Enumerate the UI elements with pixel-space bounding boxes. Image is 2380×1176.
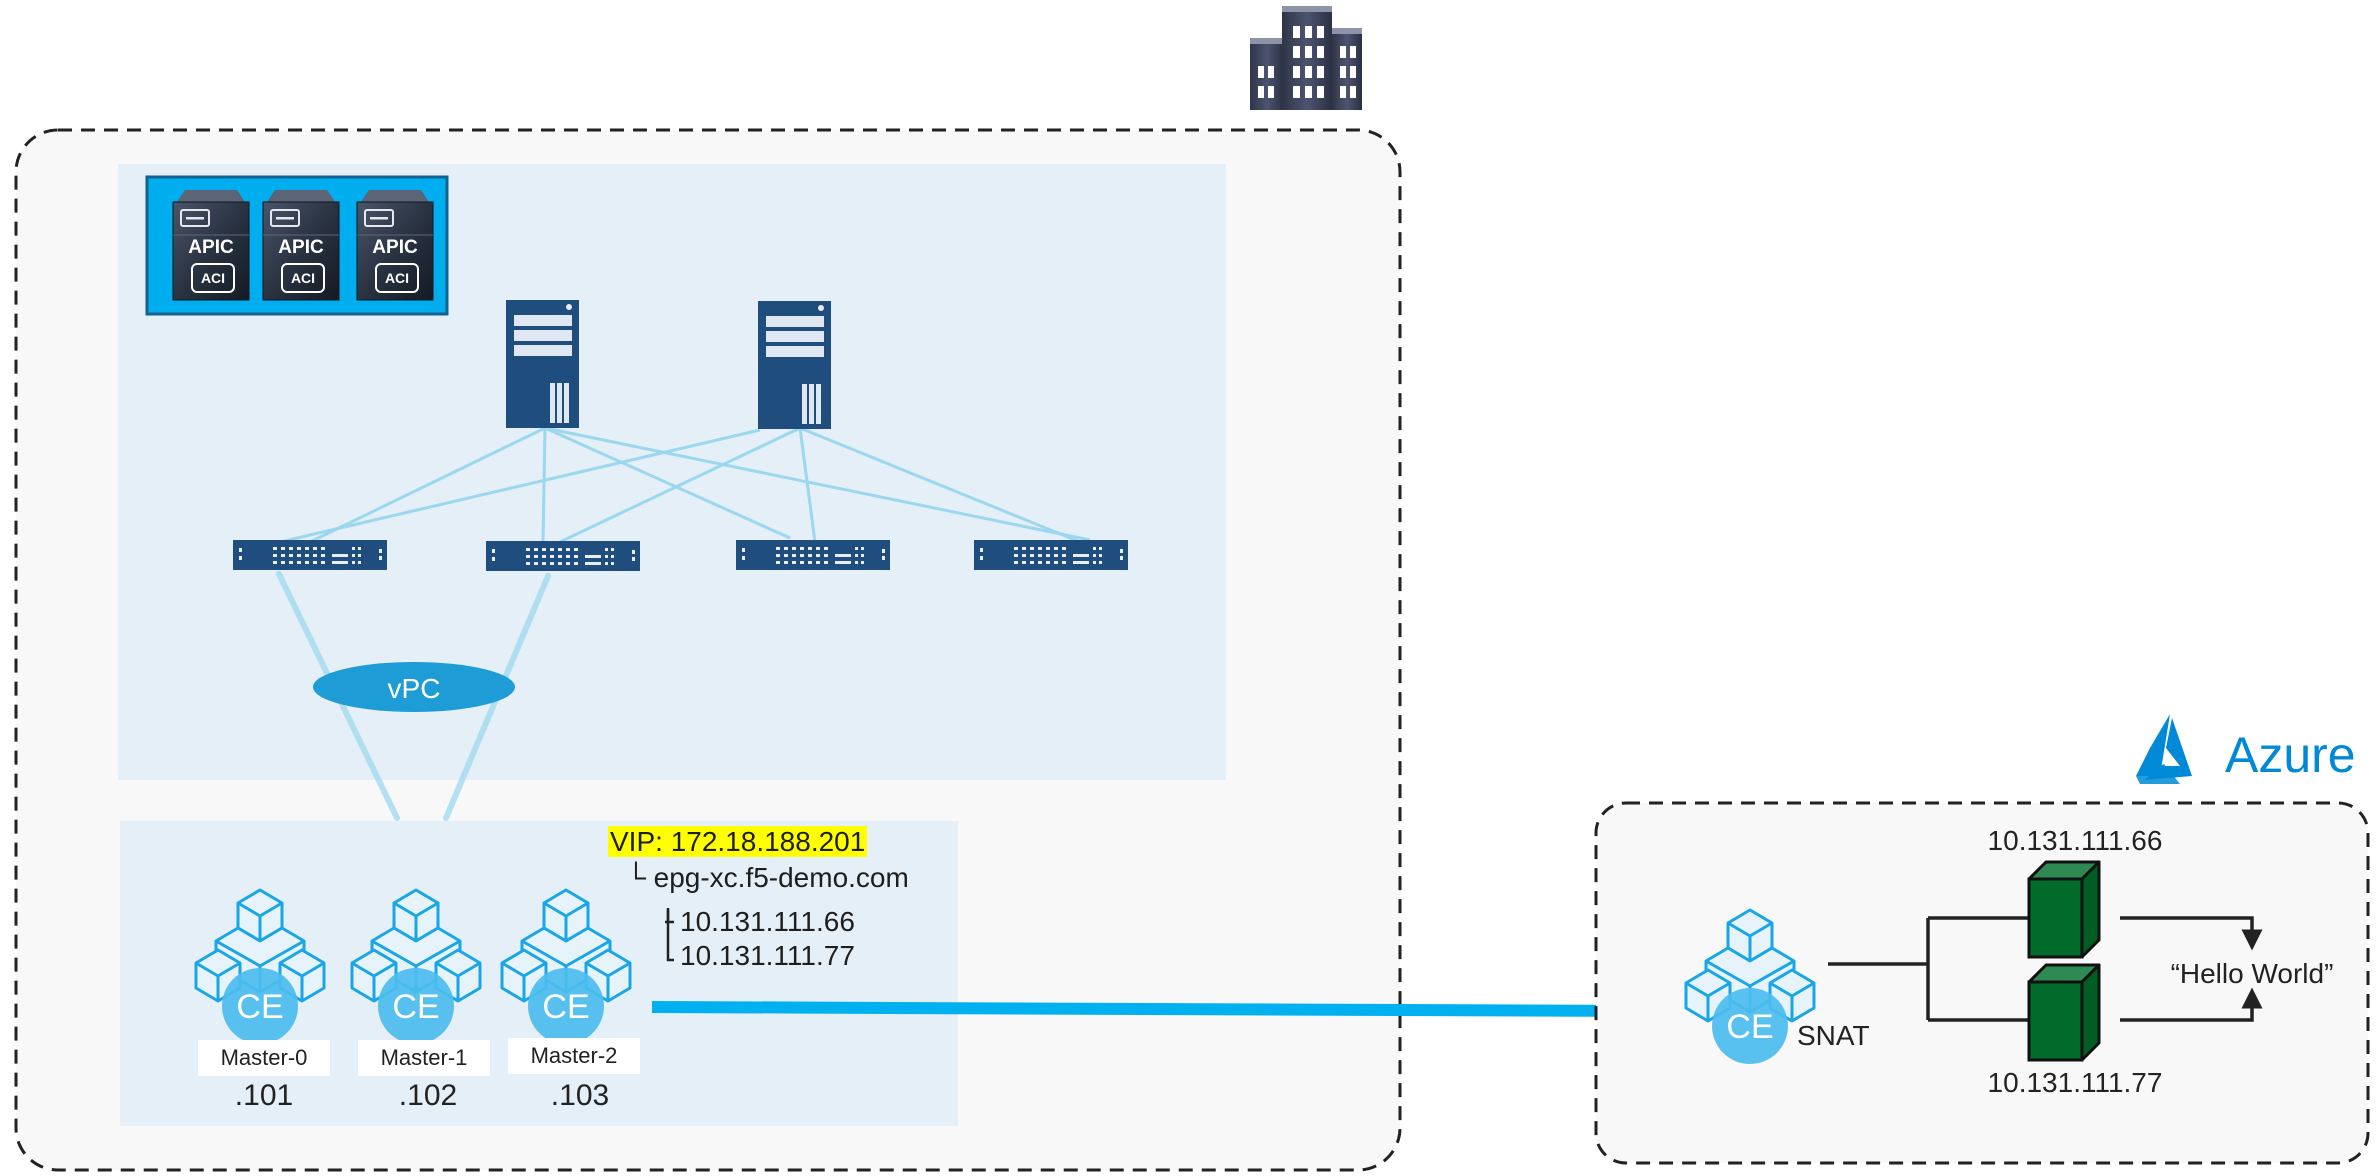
building-icon bbox=[1250, 6, 1362, 110]
fabric-links bbox=[279, 426, 1091, 544]
aci-badge-3: ACI bbox=[375, 263, 419, 293]
master-2-label: Master-2 bbox=[508, 1038, 640, 1074]
hello-world-response: “Hello World” bbox=[2171, 958, 2334, 989]
leaf-switch-4 bbox=[974, 540, 1128, 570]
snat-label: SNAT bbox=[1797, 1020, 1870, 1051]
spine-switch-1 bbox=[506, 300, 579, 428]
azure-site-boundary bbox=[1594, 801, 2370, 1165]
apic-label-2: APIC bbox=[278, 237, 324, 258]
resolved-ip-2: 10.131.111.77 bbox=[680, 940, 855, 971]
vip-highlight: VIP: 172.18.188.201 bbox=[608, 826, 868, 857]
backend-server-1-ip: 10.131.111.66 bbox=[1988, 825, 2163, 856]
ce-badge: CE bbox=[1726, 1008, 1773, 1046]
master-2-octet: .103 bbox=[550, 1079, 610, 1112]
vip-label: VIP: 172.18.188.201 bbox=[608, 826, 868, 858]
ce-node-snat: CE bbox=[1684, 908, 1816, 1066]
apic-label-3: APIC bbox=[372, 237, 418, 258]
resolved-ip-1: 10.131.111.66 bbox=[680, 906, 855, 937]
apic-label-1: APIC bbox=[188, 237, 234, 258]
aci-badge-2: ACI bbox=[281, 263, 325, 293]
backend-server-1 bbox=[2027, 860, 2101, 959]
spine-switch-2 bbox=[758, 301, 831, 429]
azure-logo-icon bbox=[2136, 714, 2192, 784]
backend-server-2-ip: 10.131.111.77 bbox=[1988, 1067, 2163, 1098]
master-0-label: Master-0 bbox=[198, 1040, 330, 1076]
ce-badge: CE bbox=[542, 988, 589, 1026]
leaf-switch-2 bbox=[486, 541, 640, 571]
dns-record-label: └ epg-xc.f5-demo.com bbox=[626, 862, 909, 893]
azure-logo-text: Azure bbox=[2225, 727, 2356, 783]
ce-badge: CE bbox=[236, 988, 283, 1026]
aci-badge-1: ACI bbox=[191, 263, 235, 293]
azure-backend-links bbox=[1828, 916, 2263, 1022]
ce-badge: CE bbox=[392, 988, 439, 1026]
server-cube-icon bbox=[2027, 963, 2101, 1062]
leaf-switch-1 bbox=[233, 540, 387, 570]
leaf-switch-3 bbox=[736, 540, 890, 570]
master-1-octet: .102 bbox=[398, 1079, 458, 1112]
dns-resolution-bracket bbox=[665, 908, 674, 962]
vpc-badge: vPC bbox=[313, 662, 515, 712]
ce-node-master-2: CE bbox=[500, 888, 632, 1046]
master-1-label: Master-1 bbox=[358, 1040, 490, 1076]
server-cube-icon bbox=[2027, 860, 2101, 959]
ce-node-master-1: CE bbox=[350, 888, 482, 1046]
vpc-label: vPC bbox=[388, 673, 441, 704]
backend-server-2 bbox=[2027, 963, 2101, 1062]
site-to-cloud-link bbox=[651, 1001, 1659, 1017]
master-0-octet: .101 bbox=[234, 1079, 294, 1112]
ce-node-master-0: CE bbox=[194, 888, 326, 1046]
